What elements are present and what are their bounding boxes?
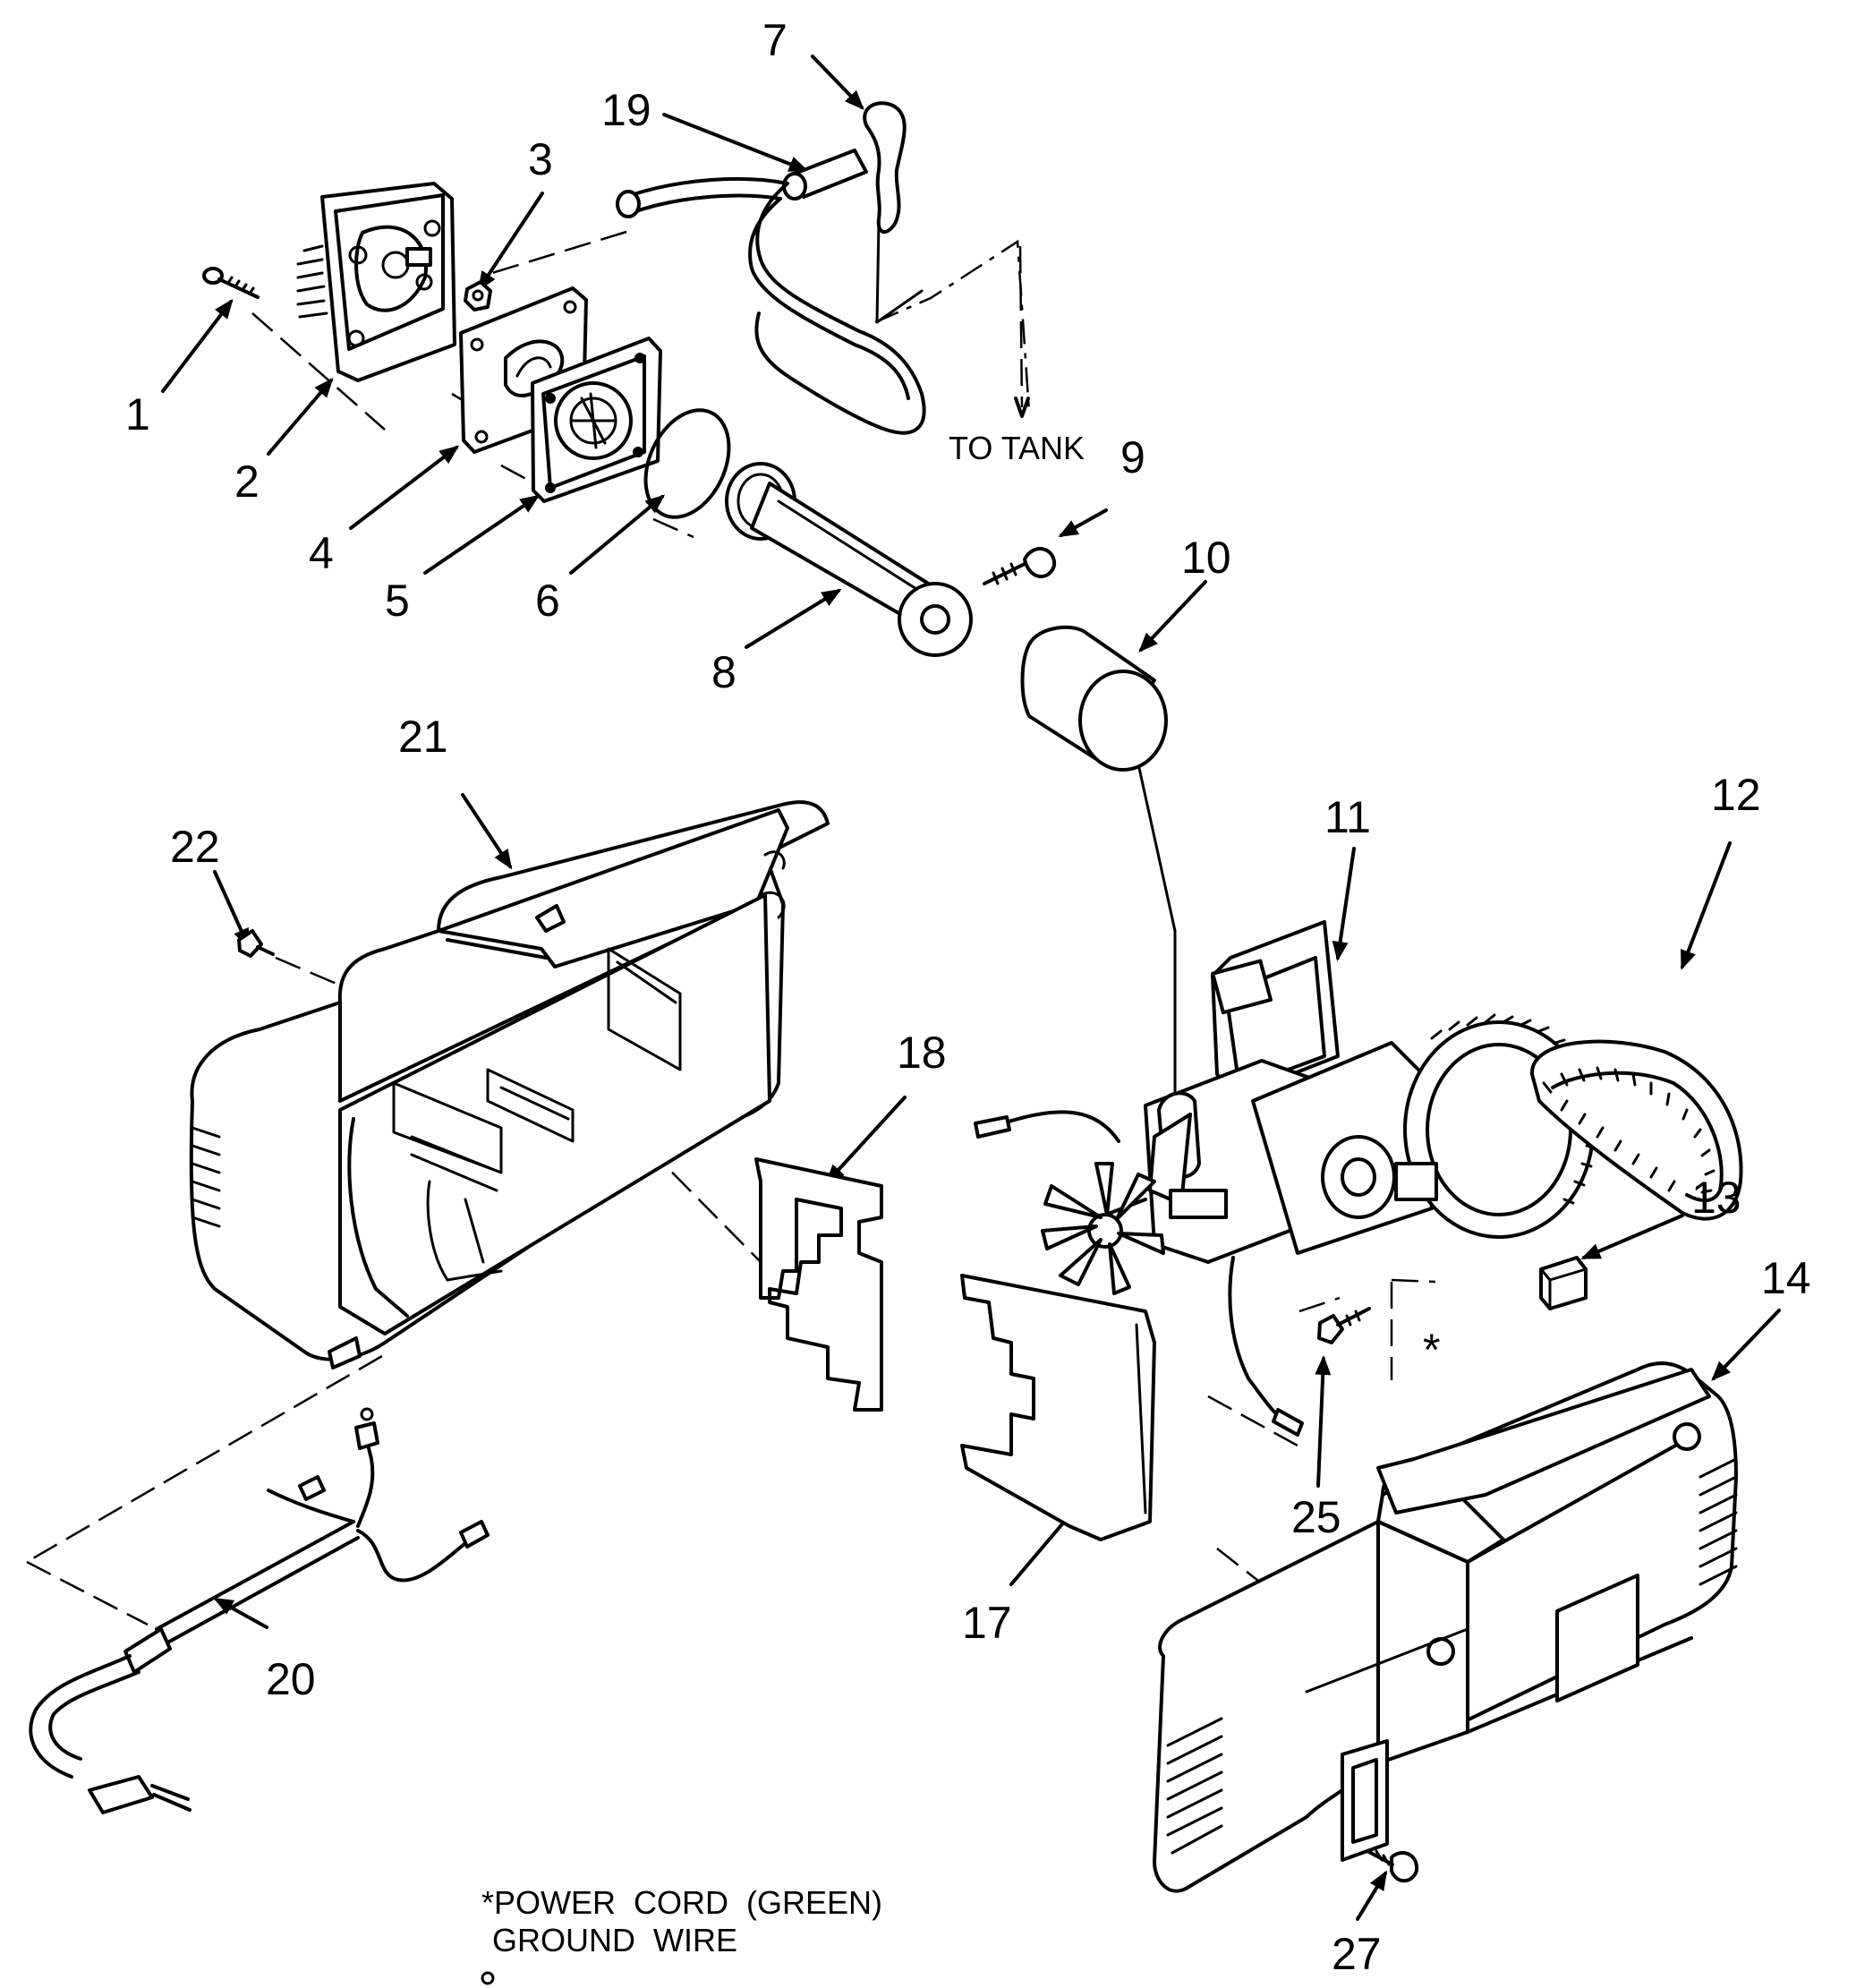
- note-line-2: GROUND WIRE: [492, 1922, 737, 1958]
- part-14-front-shroud: [1153, 1361, 1738, 1893]
- note-line-1: *POWER CORD (GREEN): [481, 1884, 882, 1921]
- part-label-5: 5: [385, 576, 410, 626]
- part-6-o-ring: [643, 408, 731, 519]
- part-8-connecting-rod: [725, 462, 973, 657]
- part-label-10: 10: [1181, 533, 1231, 583]
- part-3-nut: [464, 280, 492, 311]
- part-label-6: 6: [535, 576, 560, 626]
- part-label-17: 17: [962, 1598, 1012, 1648]
- part-10-cylinder-sleeve: [1020, 625, 1168, 772]
- part-17-gasket: [960, 1274, 1156, 1541]
- part-2-cylinder-head: [296, 182, 456, 382]
- part-label-14: 14: [1761, 1253, 1811, 1303]
- part-label-4: 4: [309, 528, 334, 578]
- part-18-gasket: [754, 1157, 883, 1412]
- part-label-7: 7: [762, 15, 788, 65]
- part-label-11: 11: [1324, 792, 1371, 842]
- part-20-power-cord: [29, 1407, 490, 1814]
- part-label-2: 2: [234, 456, 260, 507]
- part-19-tube: [782, 149, 868, 201]
- cooling-fan: [1041, 1162, 1165, 1295]
- part-12-belt: [1529, 1039, 1743, 1221]
- part-13-block: [1539, 1256, 1588, 1310]
- part-label-8: 8: [711, 647, 736, 697]
- part-label-1: 1: [125, 389, 150, 439]
- part-label-9: 9: [1120, 432, 1145, 482]
- part-label-12: 12: [1711, 770, 1761, 820]
- part-1-bolt: [202, 267, 260, 299]
- part-label-21: 21: [398, 712, 448, 762]
- part-25-screw: [1317, 1307, 1371, 1344]
- part-22-screw: [237, 929, 275, 958]
- part-label-25: 25: [1291, 1492, 1341, 1542]
- part-label-20: 20: [266, 1654, 316, 1704]
- discharge-pipe: [616, 176, 926, 435]
- motor-wires: [974, 1110, 1304, 1437]
- note-marker-dot: [481, 1971, 495, 1985]
- part-label-13: 13: [1691, 1173, 1741, 1223]
- part-21-rear-shroud: [189, 800, 830, 1369]
- part-label-3: 3: [528, 134, 553, 184]
- part-5-valve-seat: [531, 337, 662, 503]
- part-7-clamp: [863, 101, 907, 234]
- part-label-19: 19: [601, 85, 651, 135]
- part-9-screw: [983, 547, 1057, 585]
- to-tank-label: TO TANK: [949, 430, 1085, 466]
- part-number-labels: 1 2 3 4 5 6 7 8 9 10 11 12 13 14 17 18 1…: [125, 15, 1811, 1979]
- leader-arrows: [161, 55, 1781, 1921]
- part-label-18: 18: [897, 1028, 947, 1078]
- ground-wire-asterisk: *: [1423, 1325, 1440, 1375]
- part-label-27: 27: [1332, 1929, 1382, 1979]
- part-11-motor-assembly: [1097, 920, 1599, 1264]
- part-27-screw: [1366, 1849, 1419, 1883]
- part-label-22: 22: [170, 822, 220, 872]
